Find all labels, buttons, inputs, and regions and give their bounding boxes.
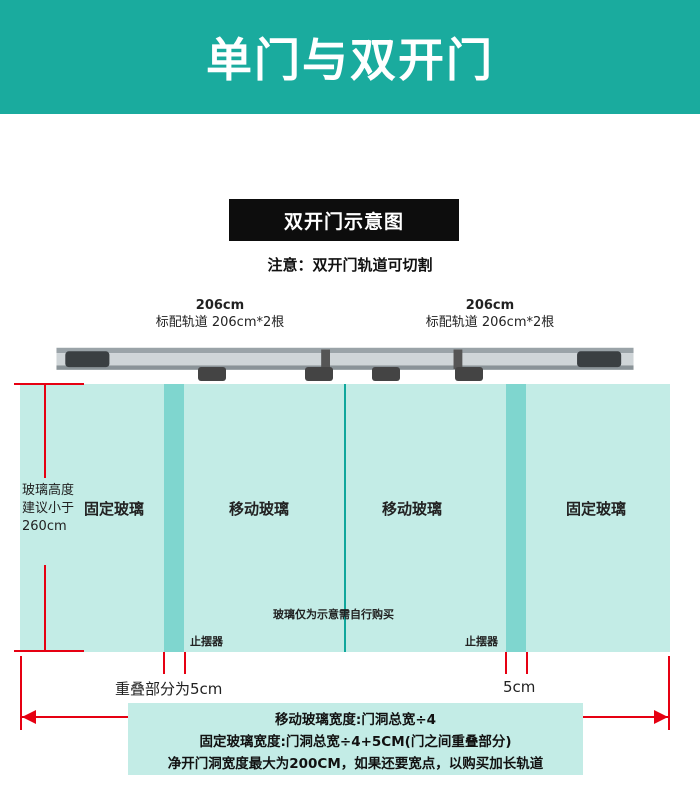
moving-glass-left xyxy=(184,384,344,652)
width-line-left-end xyxy=(20,656,22,730)
formula-clear-opening: 净开门洞宽度最大为200CM，如果还要宽点，以购买加长轨道 xyxy=(167,756,544,772)
stopper-label-right: 止摆器 xyxy=(465,635,498,648)
width-line-right-end xyxy=(668,656,670,730)
height-line-vertical-top xyxy=(44,383,46,478)
height-line-bottom xyxy=(14,650,84,652)
dimension-left-detail: 标配轨道 206cm*2根 xyxy=(155,315,285,330)
diagram-subtitle: 双开门示意图 xyxy=(229,199,459,241)
fixed-glass-right xyxy=(526,384,670,652)
overlap-strip-right xyxy=(506,384,526,652)
overlap-tick xyxy=(163,652,165,674)
overlap-strip-left xyxy=(164,384,184,652)
dimension-right-detail: 标配轨道 206cm*2根 xyxy=(425,315,555,330)
glass-note: 玻璃仅为示意需自行购买 xyxy=(273,608,394,621)
roller-icon xyxy=(455,367,483,381)
roller-icon xyxy=(372,367,400,381)
dimension-right-length: 206cm xyxy=(465,298,515,313)
formula-moving: 移动玻璃宽度:门洞总宽÷4 xyxy=(274,712,437,728)
page-title: 单门与双开门 xyxy=(206,33,494,87)
arrow-left-icon xyxy=(22,710,36,724)
glass-height-line-1: 玻璃高度 xyxy=(22,483,75,498)
overlap-label-right: 5cm xyxy=(503,678,536,696)
overlap-label: 重叠部分为5cm xyxy=(115,680,223,698)
header-banner: 单门与双开门 xyxy=(0,0,700,114)
formula-fixed: 固定玻璃宽度:门洞总宽÷4+5CM(门之间重叠部分) xyxy=(199,734,512,750)
center-seam xyxy=(344,384,346,652)
moving-glass-right xyxy=(346,384,506,652)
formula-box xyxy=(128,703,583,775)
dimension-left-length: 206cm xyxy=(195,298,245,313)
glass-height-line-3: 260cm xyxy=(22,519,67,534)
fixed-glass-right-label: 固定玻璃 xyxy=(566,500,627,518)
dimension-right: 206cm 标配轨道 206cm*2根 xyxy=(380,297,600,331)
height-line-vertical-bottom xyxy=(44,565,46,651)
fixed-glass-left-label: 固定玻璃 xyxy=(84,500,145,518)
roller-icon xyxy=(305,367,333,381)
overlap-tick xyxy=(505,652,507,674)
door-track xyxy=(56,347,634,370)
arrow-right-icon xyxy=(654,710,668,724)
stopper-label-left: 止摆器 xyxy=(190,635,223,648)
overlap-tick xyxy=(184,652,186,674)
dimension-left: 206cm 标配轨道 206cm*2根 xyxy=(120,297,320,331)
height-line-top xyxy=(14,383,84,385)
moving-glass-right-label: 移动玻璃 xyxy=(382,500,443,518)
glass-height-line-2: 建议小于 xyxy=(22,501,75,516)
overlap-tick xyxy=(526,652,528,674)
note-text: 注意：双开门轨道可切割 xyxy=(267,256,433,274)
roller-icon xyxy=(198,367,226,381)
moving-glass-left-label: 移动玻璃 xyxy=(229,500,290,518)
glass-height-label: 玻璃高度 建议小于 260cm xyxy=(22,482,74,536)
